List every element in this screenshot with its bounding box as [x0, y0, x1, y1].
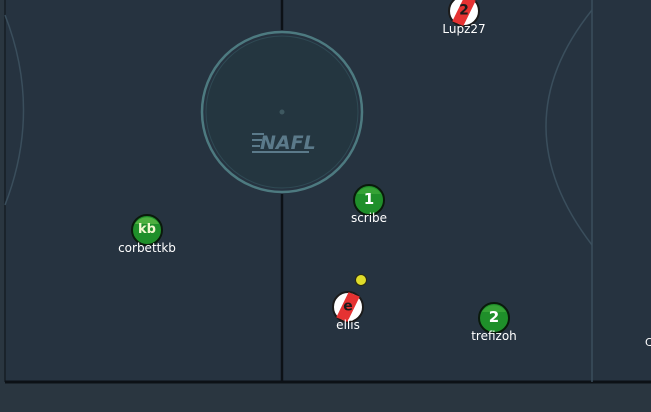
nafl-logo-text: NAFL: [260, 132, 316, 154]
player-corbettkb[interactable]: kb corbettkb: [118, 213, 176, 255]
player-name: scribe: [350, 211, 388, 225]
ball-icon: [355, 274, 367, 286]
player-name: trefizoh: [471, 329, 517, 343]
player-ellis[interactable]: e ellis: [331, 290, 365, 332]
red-team-token-icon: [447, 0, 481, 28]
player-name: ellis: [336, 318, 360, 332]
player-name: Lupz27: [442, 22, 486, 36]
player-marker: kb: [138, 222, 156, 238]
center-dot: [279, 109, 285, 115]
player-marker: 2: [488, 308, 500, 327]
player-trefizoh[interactable]: 2 trefizoh: [471, 301, 517, 343]
center-circle-outer: [200, 30, 364, 194]
player-marker: 2: [459, 2, 469, 19]
left-arc: [4, 14, 25, 206]
player-lupz27[interactable]: 2 Lupz27: [442, 0, 486, 36]
player-name: corbettkb: [118, 241, 176, 255]
green-team-token-icon: [477, 301, 511, 335]
player-scribe[interactable]: 1 scribe: [351, 183, 387, 225]
nafl-logo: NAFL: [252, 132, 316, 154]
offscreen-player-label: C: [645, 336, 651, 349]
green-team-token-icon: [352, 183, 386, 217]
right-arc: [545, 9, 593, 246]
player-marker: 1: [363, 190, 375, 209]
red-team-token-icon: [331, 290, 365, 324]
player-marker: e: [343, 298, 353, 315]
green-team-token-icon: [130, 213, 164, 247]
